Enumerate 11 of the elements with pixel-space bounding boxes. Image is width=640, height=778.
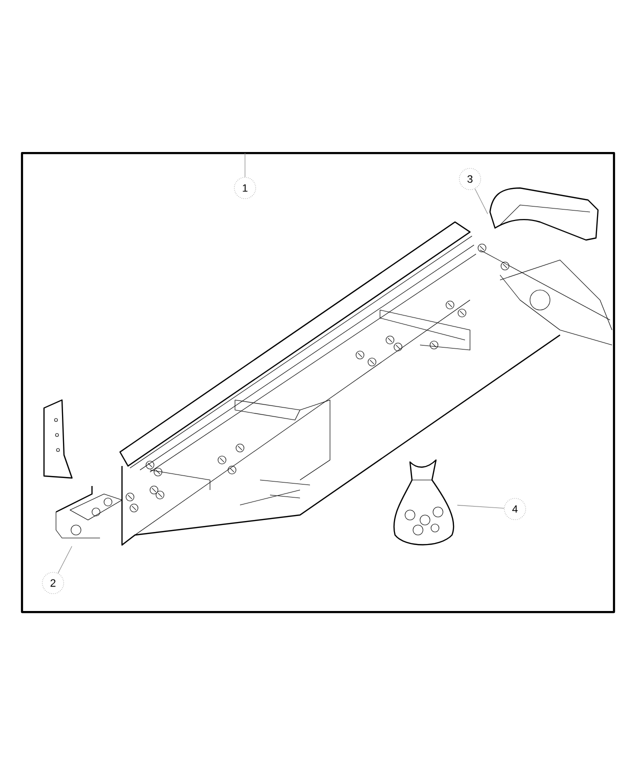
callout-number: 2: [42, 572, 64, 594]
leader-line: [457, 504, 504, 509]
callout-number: 4: [504, 498, 526, 520]
leader-line: [474, 188, 488, 214]
leader-line: [244, 152, 246, 178]
hardware-bag-drawing: [393, 459, 454, 546]
callout-number: 1: [234, 177, 256, 199]
end-cap-drawing: [489, 187, 599, 241]
leader-line: [58, 546, 72, 574]
bracket-drawing: [56, 486, 122, 538]
callout-number: 3: [459, 168, 481, 190]
